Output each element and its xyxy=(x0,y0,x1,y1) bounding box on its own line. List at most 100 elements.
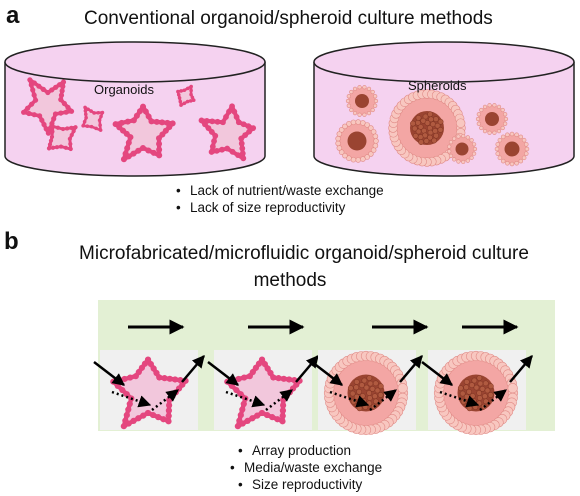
cell-dot xyxy=(427,111,433,118)
cell-dot xyxy=(32,97,39,103)
cell-dot xyxy=(121,375,128,383)
cell-dot xyxy=(509,131,515,137)
cell-dot xyxy=(237,411,244,419)
cell-dot xyxy=(345,98,351,104)
cell-dot xyxy=(423,138,430,144)
cell-dot xyxy=(177,96,182,100)
cell-dot xyxy=(466,388,472,395)
cell-dot xyxy=(161,375,168,382)
cell-dot xyxy=(124,118,131,125)
cell-dot xyxy=(141,360,149,367)
chamber-array xyxy=(93,319,533,436)
diffusion-arrow-out xyxy=(479,389,507,411)
culture-chamber xyxy=(311,350,423,436)
cell-dot xyxy=(83,105,87,110)
cell-dot xyxy=(476,375,483,381)
cell-dot xyxy=(471,377,478,384)
cell-dot xyxy=(241,374,248,381)
cell-dot xyxy=(496,104,502,109)
cell-dot xyxy=(82,119,87,124)
cell-dot xyxy=(487,103,492,108)
cell-dot xyxy=(238,135,245,142)
cell-dot xyxy=(223,114,229,120)
organoid xyxy=(81,105,105,132)
cell-dot xyxy=(144,409,152,417)
cell-dot xyxy=(59,88,65,94)
cell-dot xyxy=(153,118,160,125)
cell-dot xyxy=(69,132,74,138)
cell-dot xyxy=(373,98,379,104)
cell-dot xyxy=(437,126,444,133)
cell-dot xyxy=(209,118,216,125)
cell-dot xyxy=(274,416,281,423)
cell-dot xyxy=(264,365,271,372)
cell-dot xyxy=(219,146,225,153)
cell-dot xyxy=(368,125,374,131)
cell-dot xyxy=(150,149,157,156)
cell-dot xyxy=(487,130,492,135)
cell-dot xyxy=(133,112,140,119)
cell-dot xyxy=(455,118,466,128)
cell-dot xyxy=(500,134,506,140)
cell-dot xyxy=(96,110,101,115)
cell-dot xyxy=(235,152,241,158)
cell-dot xyxy=(235,375,242,383)
cell-dot xyxy=(411,125,418,132)
cell-dot xyxy=(208,149,215,155)
cell-dot xyxy=(469,155,474,160)
cell-dot xyxy=(150,365,157,372)
cell-dot xyxy=(487,392,494,398)
cell-dot xyxy=(479,125,484,131)
cell-dot xyxy=(410,120,416,127)
cell-dot xyxy=(267,369,274,377)
cell-dot xyxy=(447,144,452,149)
cell-dot xyxy=(374,387,381,394)
panel-b-letter: b xyxy=(4,228,19,255)
cell-dot xyxy=(179,103,183,107)
cell-dot xyxy=(63,109,69,115)
diffusion-arrow-out xyxy=(151,389,179,411)
cell-dot xyxy=(362,112,367,117)
cell-dot xyxy=(189,92,193,97)
cell-dot xyxy=(483,398,489,405)
cell-dot xyxy=(461,133,466,139)
cell-dot xyxy=(48,138,54,143)
cell-dot xyxy=(361,377,368,384)
cell-dot xyxy=(55,125,61,130)
cell-dot xyxy=(156,374,163,381)
cell-dot xyxy=(211,138,217,145)
cell-dot xyxy=(448,153,454,158)
cell-dot xyxy=(239,150,246,157)
cell-dot xyxy=(238,140,245,147)
cell-dot xyxy=(250,125,257,132)
inflow-arrow xyxy=(207,361,239,386)
outflow-arrow xyxy=(399,355,423,383)
cell-dot xyxy=(212,132,219,139)
cell-dot xyxy=(60,83,66,90)
cell-dot xyxy=(342,152,348,159)
cell-dot xyxy=(457,385,464,391)
cell-dot xyxy=(54,145,60,150)
cell-dot xyxy=(165,412,172,420)
cell-dot xyxy=(224,145,231,152)
cell-dot xyxy=(30,87,36,93)
cell-dot xyxy=(418,139,424,145)
organoids-label: Organoids xyxy=(94,82,154,97)
panel-b-title-line1: Microfabricated/microfluidic organoid/sp… xyxy=(79,243,529,264)
cell-dot xyxy=(370,89,375,95)
cell-dot xyxy=(357,85,362,90)
cell-dot xyxy=(472,142,477,147)
cell-dot xyxy=(373,103,378,108)
cell-dot xyxy=(377,383,384,390)
cell-dot xyxy=(94,126,98,131)
culture-chamber xyxy=(421,350,533,436)
spheroid-core xyxy=(355,94,369,108)
cell-dot xyxy=(229,103,235,110)
cell-dot xyxy=(335,140,341,147)
cell-dot xyxy=(497,137,503,143)
cell-dot xyxy=(31,112,37,118)
cell-dot xyxy=(85,124,90,129)
cell-dot xyxy=(362,404,369,410)
spheroid xyxy=(494,131,530,167)
